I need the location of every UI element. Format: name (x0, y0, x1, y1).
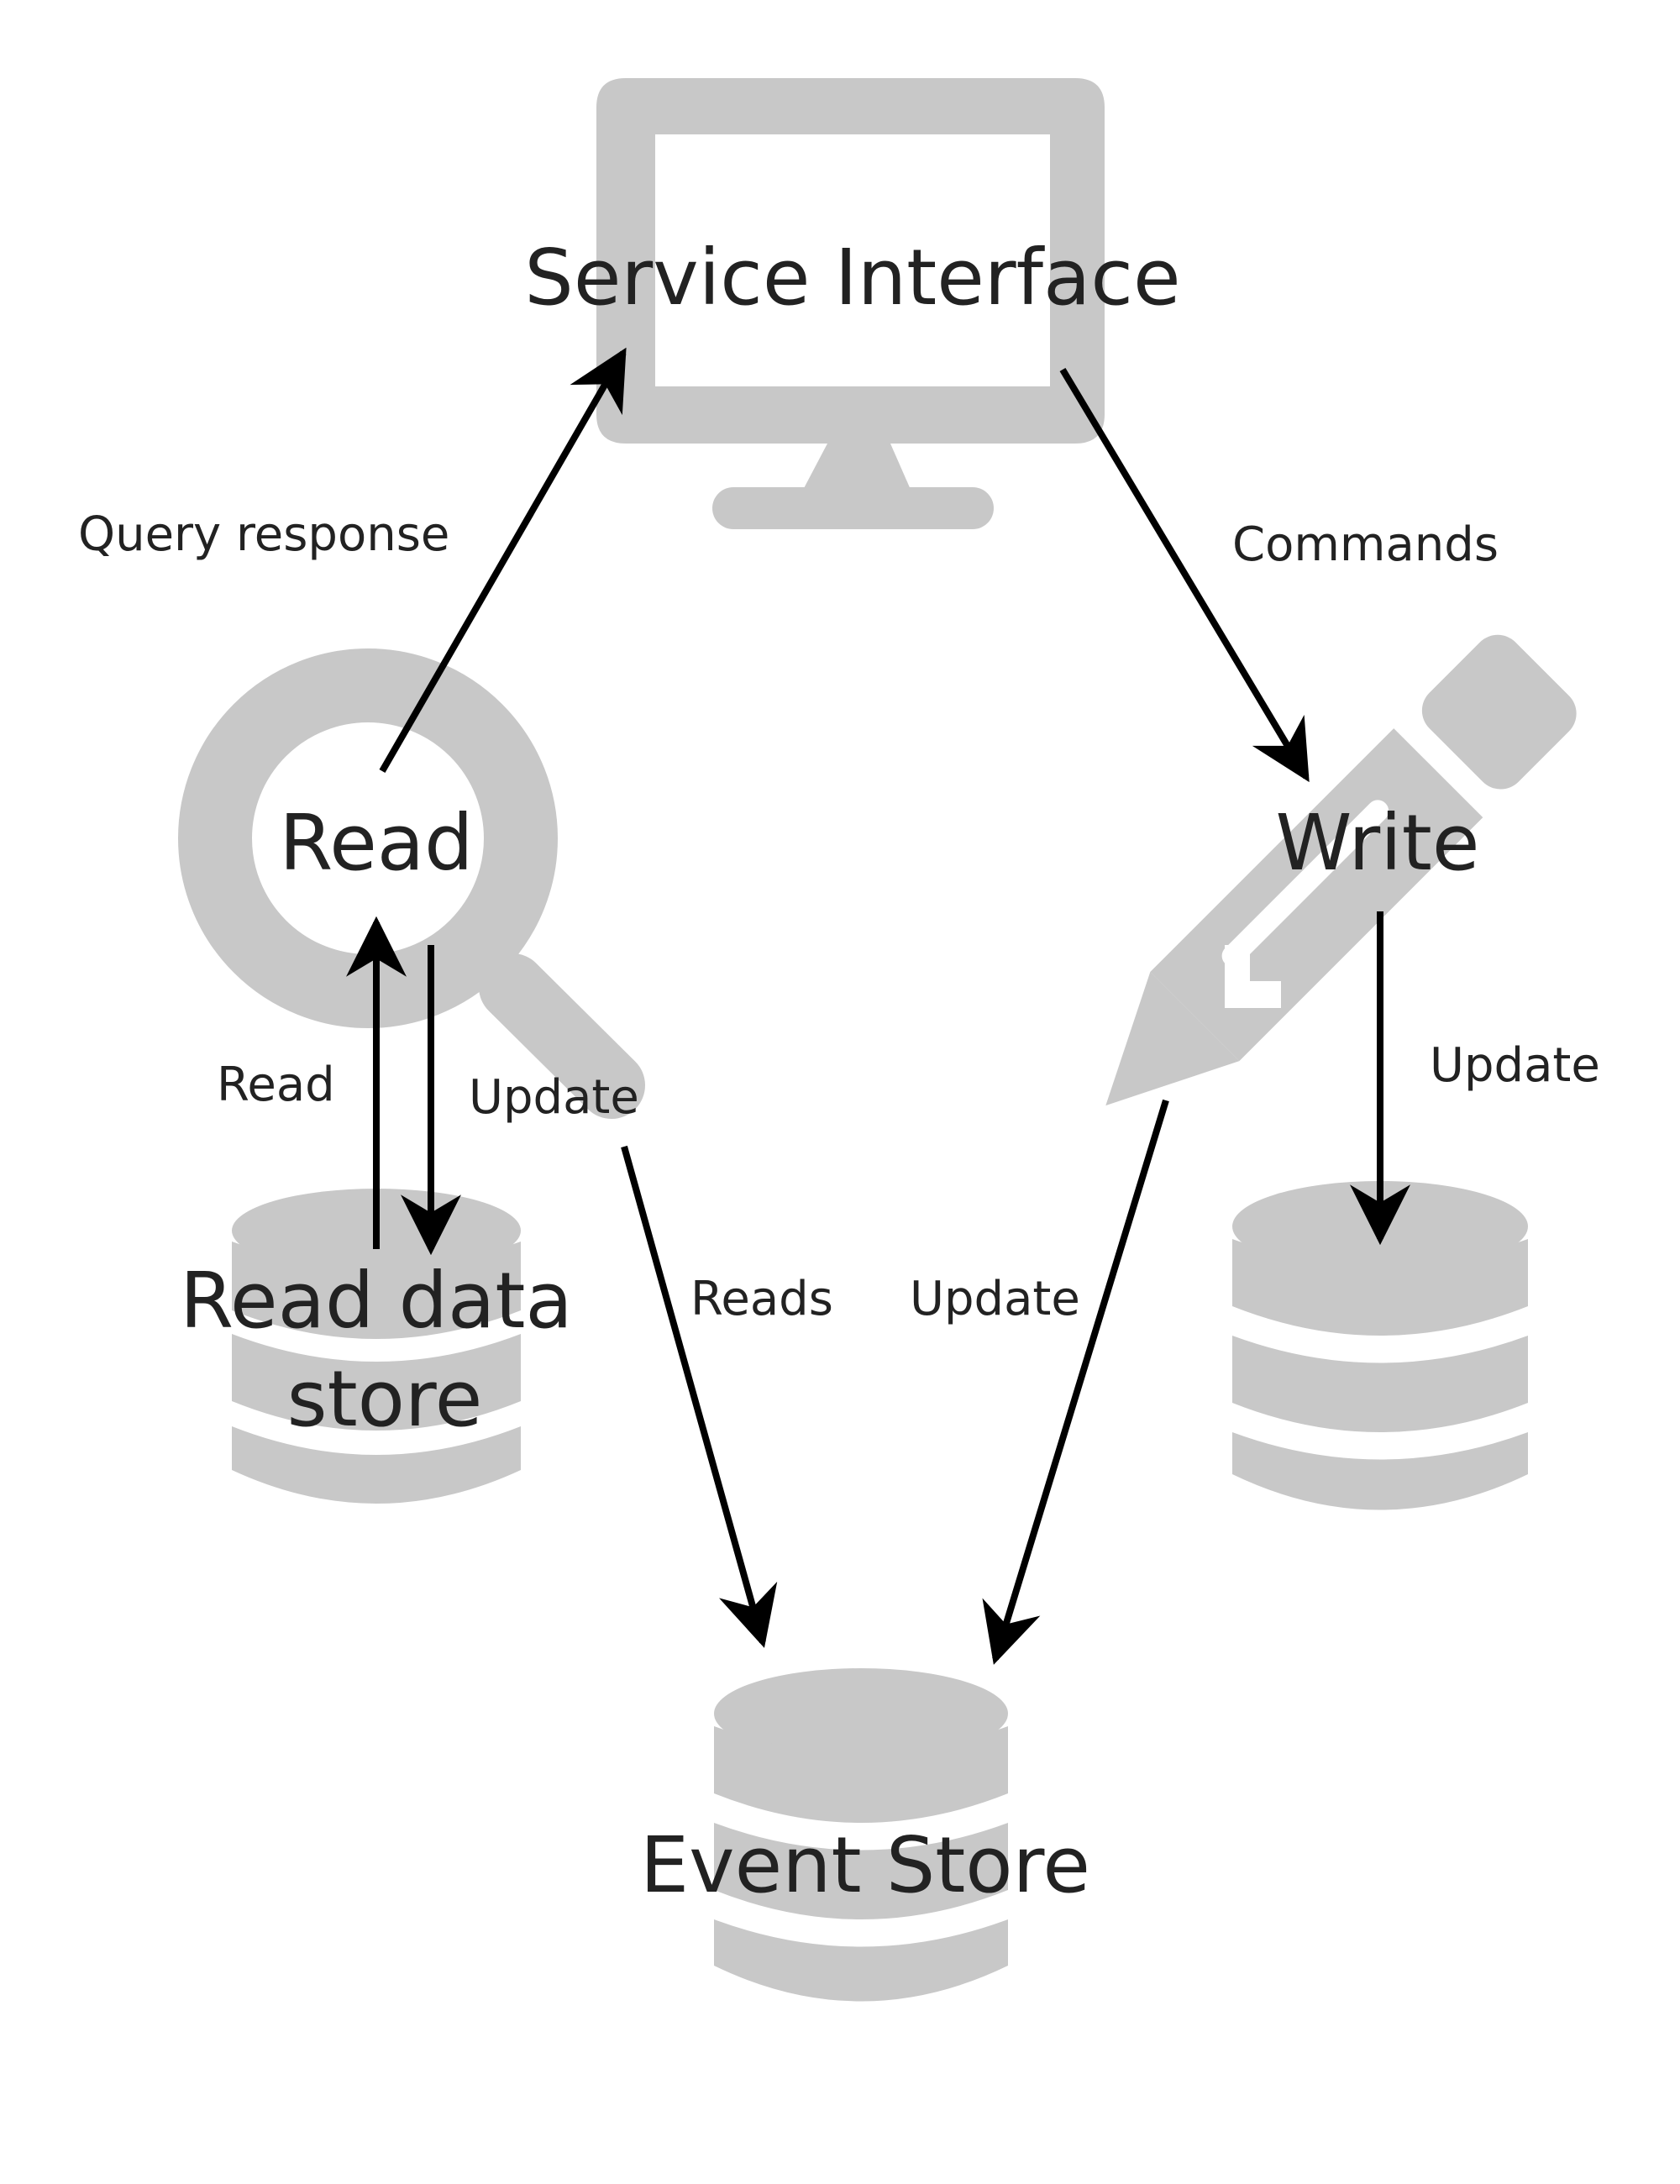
read-edge-label: Read (217, 1058, 335, 1112)
write-label: Write (1276, 798, 1480, 888)
update-event-store-label: Update (910, 1272, 1080, 1326)
pencil-icon (1105, 634, 1577, 1106)
update-event-store-arrow (982, 1099, 1169, 1665)
update-write-store-label: Update (1430, 1038, 1600, 1093)
database-icon (714, 1668, 1008, 2002)
reads-event-store-arrow (621, 1145, 778, 1648)
query-response-label: Query response (78, 507, 449, 562)
service-interface-label: Service Interface (524, 233, 1180, 323)
read-data-store-label-line2: store (287, 1354, 483, 1444)
reads-label: Reads (690, 1272, 833, 1326)
read-label: Read (279, 798, 473, 888)
update-read-store-label: Update (469, 1070, 639, 1125)
commands-label: Commands (1232, 517, 1499, 572)
read-data-store-label-line1: Read data (180, 1256, 573, 1346)
monitor-icon (596, 78, 1105, 529)
query-response-arrow (379, 347, 627, 773)
event-store-label: Event Store (640, 1820, 1090, 1910)
commands-arrow (1059, 367, 1310, 783)
database-icon (1232, 1181, 1528, 1510)
magnifier-icon (178, 648, 645, 1119)
